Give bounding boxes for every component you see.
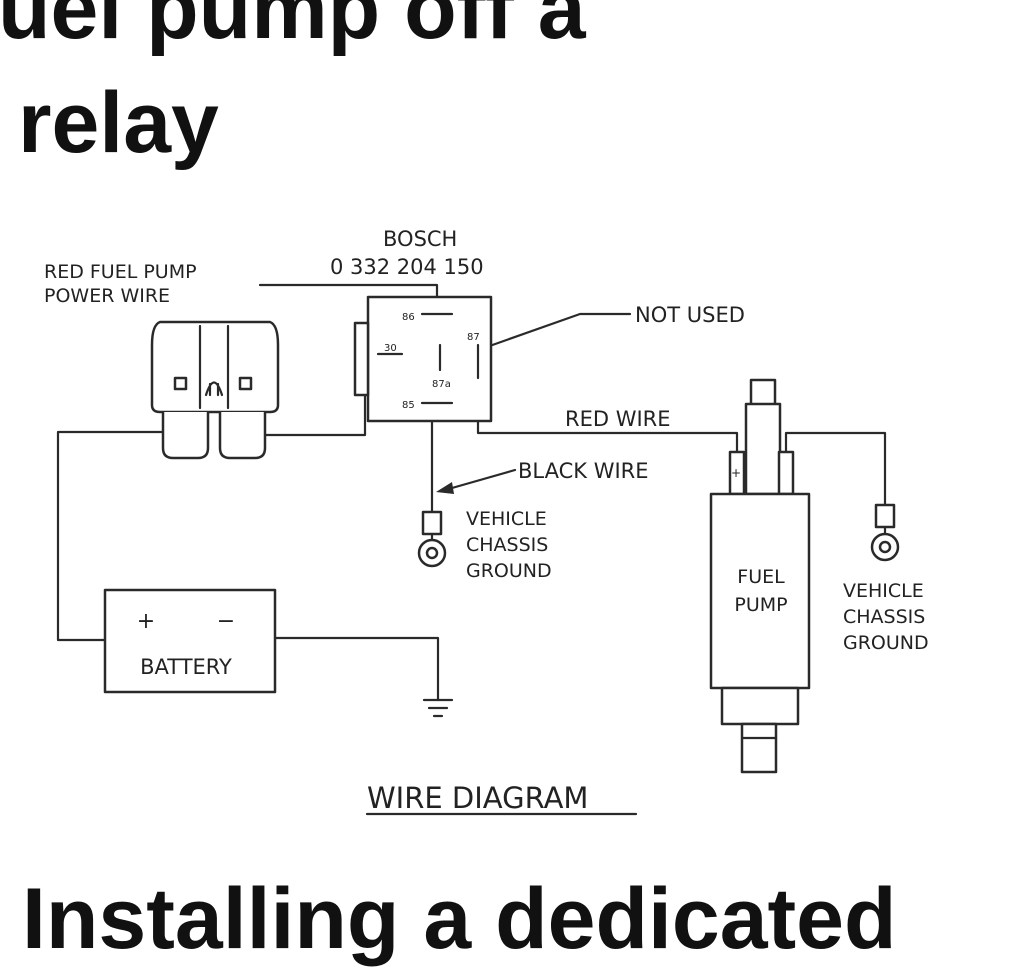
power-wire-label-line-1: RED FUEL PUMP <box>44 261 197 283</box>
relay: 86 30 87 87a 85 <box>353 295 493 423</box>
black-wire-arrowhead <box>436 482 454 494</box>
pin-85-label: 85 <box>402 400 415 411</box>
relay-brand-label: BOSCH <box>383 227 457 251</box>
chassis-ground-terminal-1 <box>417 510 447 568</box>
pump-label-line-1: FUEL <box>737 566 785 588</box>
fuse-holder <box>150 320 280 460</box>
ground-1-label-line-1: VEHICLE <box>466 508 547 530</box>
pump-ground-wire <box>784 431 887 507</box>
black-wire-label: BLACK WIRE <box>518 459 649 483</box>
page-heading-line-1: uel pump off a <box>0 0 586 57</box>
ground-2-label-line-1: VEHICLE <box>843 580 924 602</box>
battery-plus-sign: + <box>137 609 155 634</box>
pin-86-label: 86 <box>402 312 415 323</box>
earth-ground-symbol <box>422 698 454 718</box>
power-wire-label-line-2: POWER WIRE <box>44 285 170 307</box>
battery-minus-sign: − <box>217 609 235 634</box>
pump-label-line-2: PUMP <box>734 594 787 616</box>
not-used-label: NOT USED <box>635 303 745 327</box>
chassis-ground-terminal-2 <box>870 503 900 562</box>
not-used-leader <box>448 312 632 362</box>
pin-87a-label: 87a <box>432 379 451 390</box>
pin-87-label: 87 <box>467 332 480 343</box>
pump-positive-terminal: + <box>731 466 741 480</box>
black-wire-leader <box>443 468 517 492</box>
page-heading-line-2: relay <box>18 75 219 171</box>
ground-2-label-line-2: CHASSIS <box>843 606 925 628</box>
wire-diagram: 86 30 87 87a 85 + − BATTERY + <box>44 227 929 816</box>
fuse-to-battery-wire <box>56 430 164 642</box>
ground-2-label-line-3: GROUND <box>843 632 929 654</box>
battery-ground-wire <box>273 636 440 702</box>
red-wire-label: RED WIRE <box>565 407 671 431</box>
fuel-pump: + FUEL PUMP <box>709 378 811 774</box>
relay-part-number: 0 332 204 150 <box>330 255 484 279</box>
battery-label: BATTERY <box>140 655 232 679</box>
ground-1-label-line-2: CHASSIS <box>466 534 548 556</box>
diagram-caption: WIRE DIAGRAM <box>367 781 588 815</box>
battery: + − BATTERY <box>103 588 277 694</box>
pin-30-label: 30 <box>384 343 397 354</box>
ground-1-label-line-3: GROUND <box>466 560 552 582</box>
page-heading-line-3: Installing a dedicated <box>22 871 897 967</box>
